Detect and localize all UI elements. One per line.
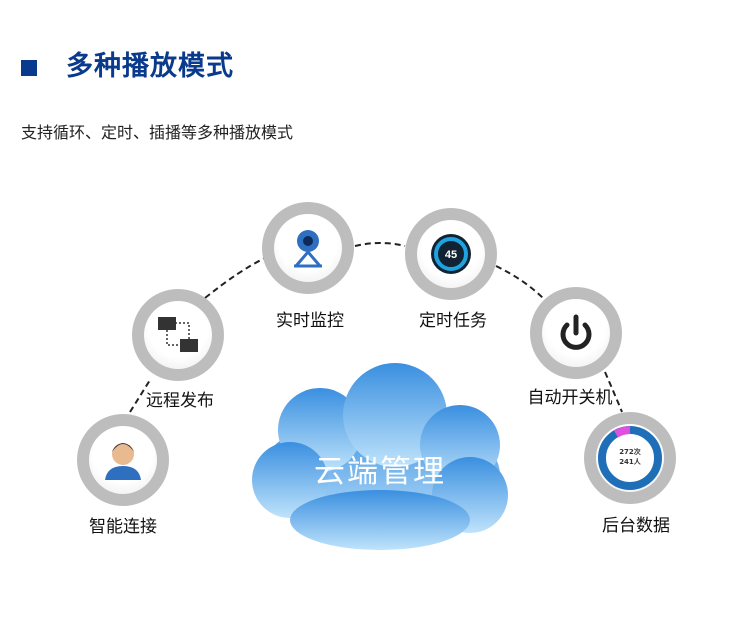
cloud-label: 云端管理 — [314, 454, 446, 490]
feature-label: 定时任务 — [419, 311, 487, 331]
feature-label: 后台数据 — [602, 516, 670, 536]
cloud-shape — [252, 363, 508, 550]
feature-scheduled-task[interactable]: 45 — [405, 208, 497, 300]
title-square-icon — [21, 60, 37, 76]
feature-label: 智能连接 — [89, 517, 157, 537]
feature-live-monitor[interactable] — [262, 202, 354, 294]
timer-icon: 45 — [431, 234, 471, 274]
timer-value: 45 — [445, 249, 457, 261]
feature-smart-connect[interactable] — [77, 414, 169, 506]
webcam-icon — [294, 230, 322, 268]
user-icon — [105, 443, 141, 480]
feature-remote-publish[interactable] — [132, 289, 224, 381]
page-subtitle: 支持循环、定时、插播等多种播放模式 — [21, 123, 294, 142]
feature-label: 实时监控 — [276, 311, 344, 331]
feature-label: 自动开关机 — [527, 388, 613, 408]
feature-backend-data[interactable]: 272次 241人 — [584, 412, 676, 504]
feature-label: 远程发布 — [146, 391, 214, 411]
page-title: 多种播放模式 — [66, 51, 234, 82]
network-icon — [158, 317, 198, 352]
donut-chart-icon — [598, 426, 662, 490]
stat-views: 272次 — [619, 448, 641, 456]
power-icon — [560, 314, 592, 350]
stat-users: 241人 — [619, 458, 641, 466]
feature-auto-power[interactable] — [530, 287, 622, 379]
